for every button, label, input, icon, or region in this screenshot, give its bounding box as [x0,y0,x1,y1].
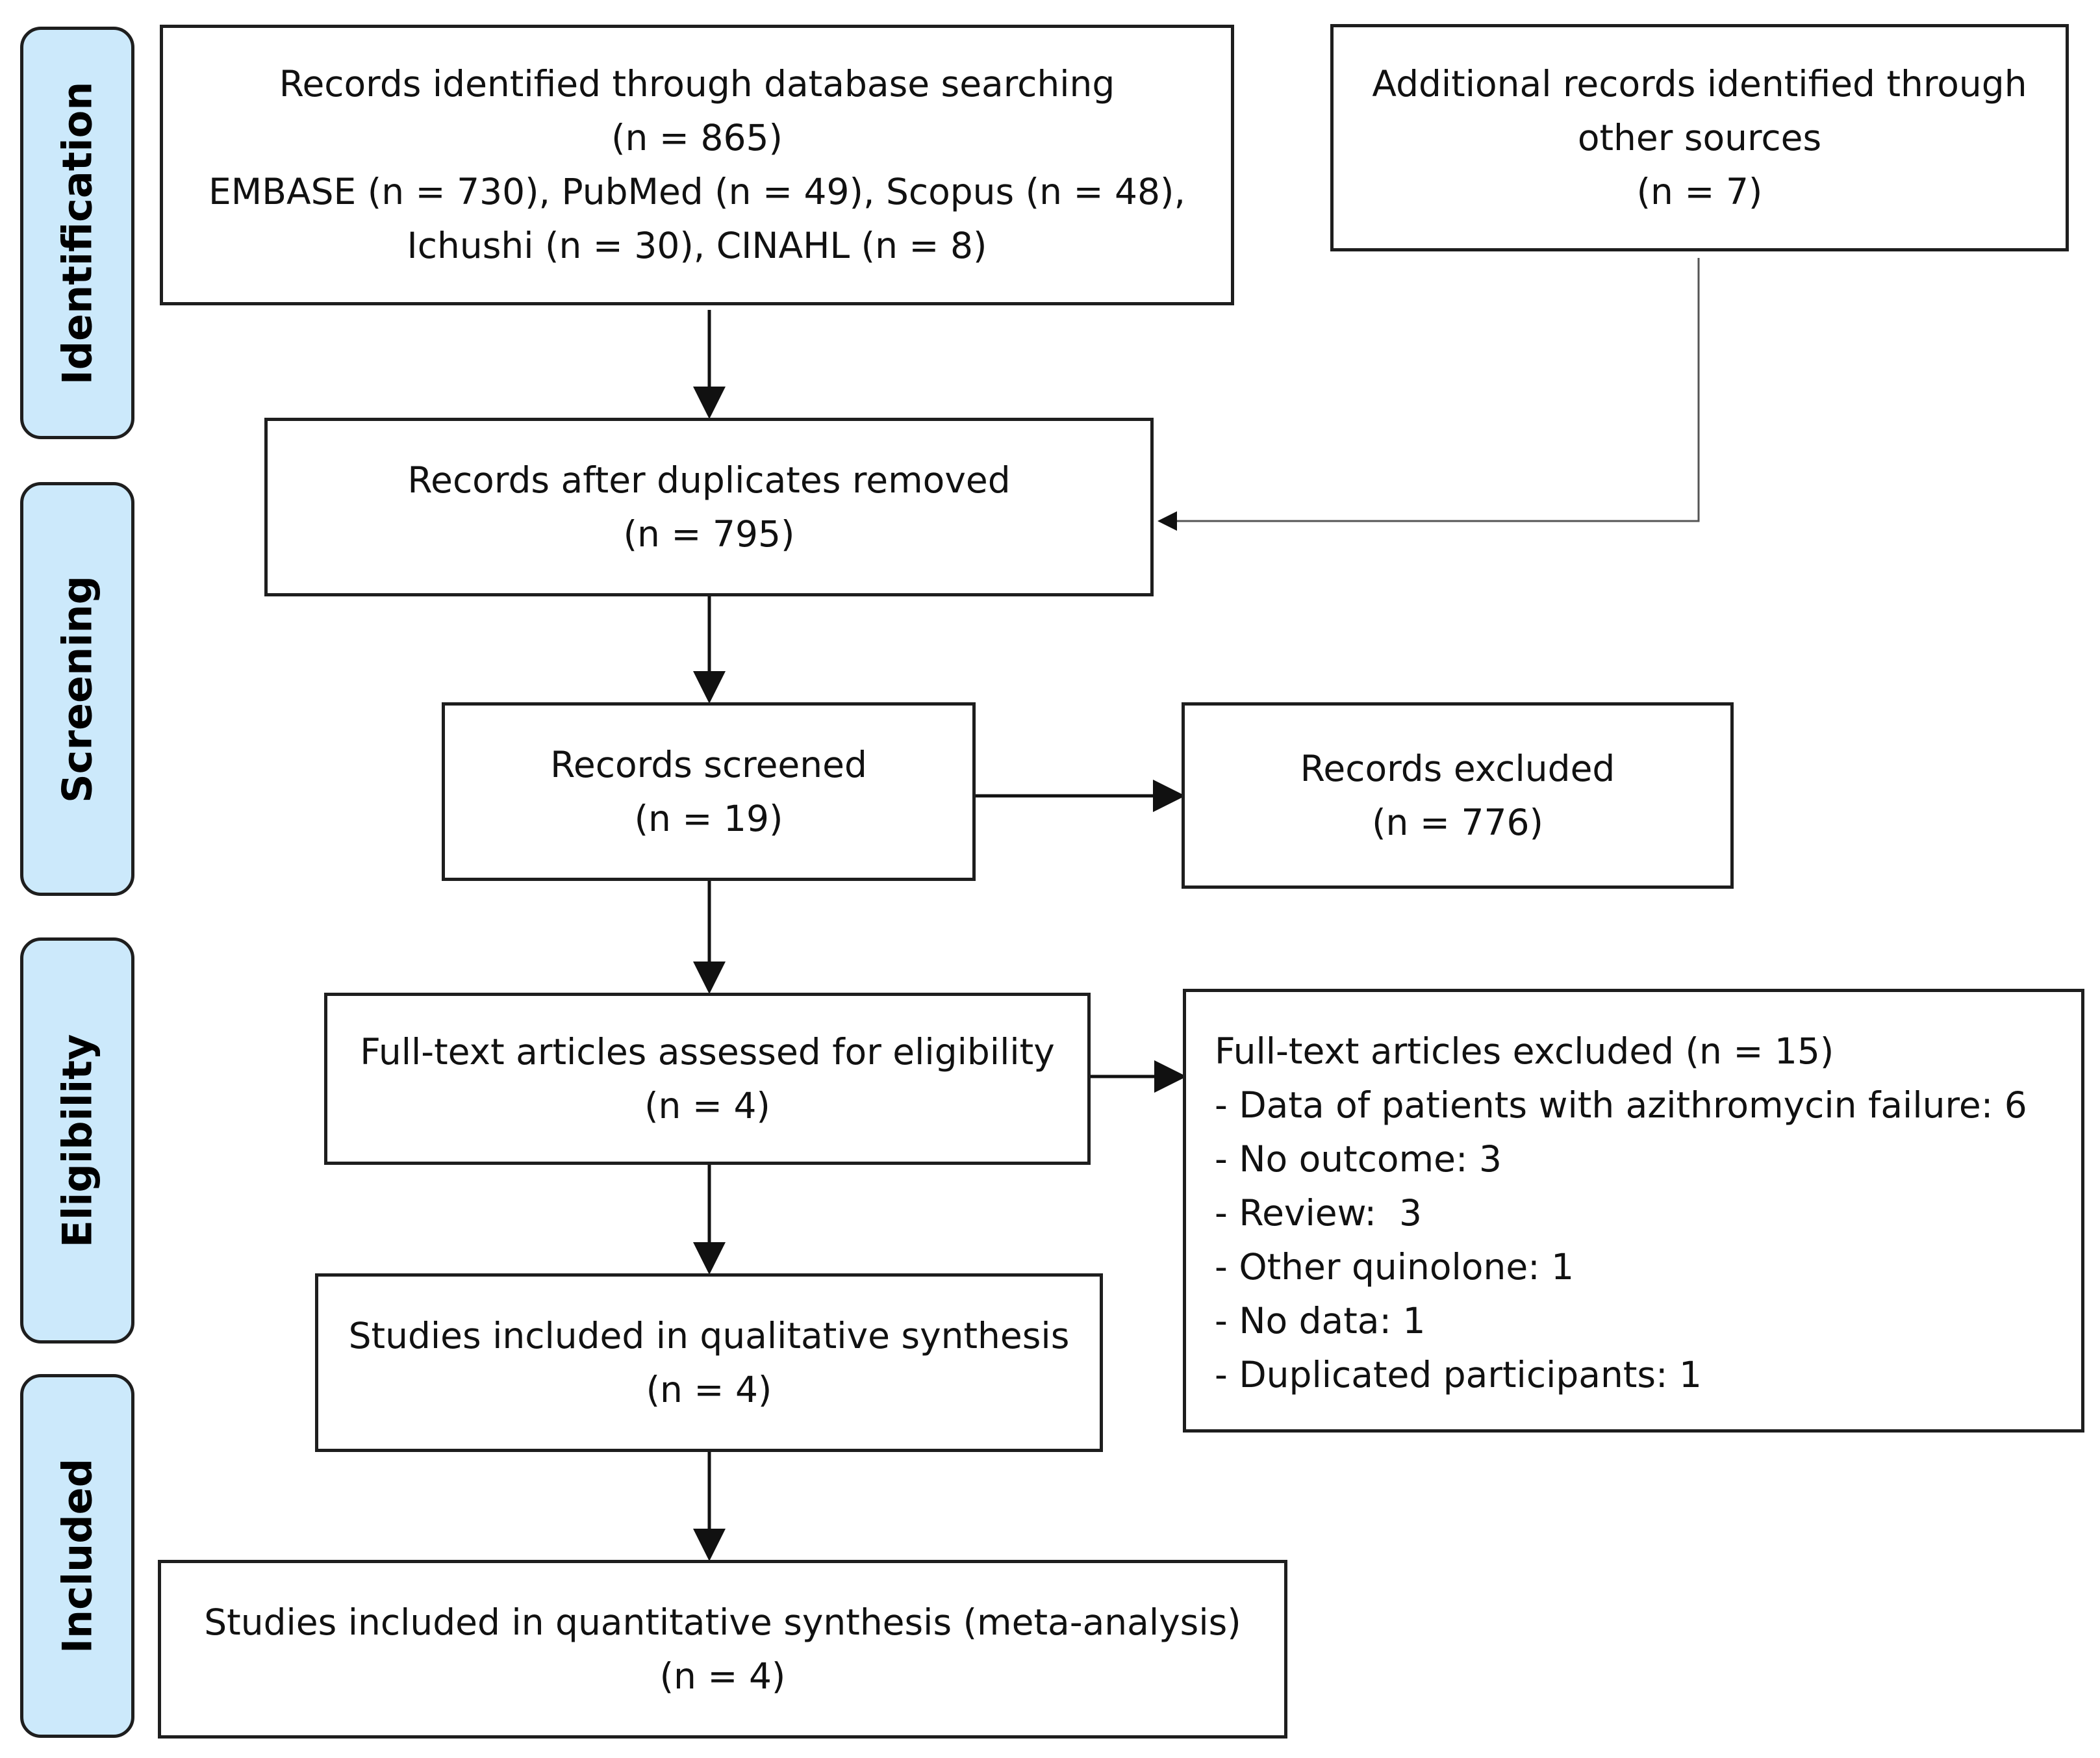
full-text-excluded-reason-2: - No outcome: 3 [1215,1138,1502,1180]
stage-eligibility: Eligibility [20,937,134,1344]
database-search-box: Records identified through database sear… [160,25,1234,305]
after-duplicates-line-2: (n = 795) [623,513,795,555]
database-search-line-3: EMBASE (n = 730), PubMed (n = 49), Scopu… [209,171,1185,212]
database-search-line-4: Ichushi (n = 30), CINAHL (n = 8) [407,225,987,266]
stage-identification-label: Identification [53,81,101,385]
full-text-excluded-reason-4: - Other quinolone: 1 [1215,1246,1575,1288]
screened-box: Records screened (n = 19) [442,702,976,881]
other-sources-line-3: (n = 7) [1636,170,1763,212]
qualitative-box: Studies included in qualitative synthesi… [315,1273,1103,1452]
full-text-excluded-reason-3: - Review: 3 [1215,1192,1423,1234]
connector-other-sources-to-duplicates [1158,258,1700,531]
full-text-assessed-box: Full-text articles assessed for eligibil… [324,993,1091,1165]
full-text-assessed-line-2: (n = 4) [644,1084,770,1127]
quantitative-box: Studies included in quantitative synthes… [158,1560,1287,1739]
excluded-line-1: Records excluded [1300,747,1615,789]
after-duplicates-box: Records after duplicates removed (n = 79… [264,418,1154,596]
full-text-excluded-box: Full-text articles excluded (n = 15) - D… [1183,989,2084,1433]
excluded-box: Records excluded (n = 776) [1182,702,1734,889]
excluded-line-2: (n = 776) [1372,801,1543,843]
screened-line-1: Records screened [550,743,867,785]
full-text-excluded-reason-5: - No data: 1 [1215,1300,1426,1342]
quantitative-line-1: Studies included in quantitative synthes… [204,1601,1241,1643]
other-sources-box: Additional records identified through ot… [1330,24,2069,251]
full-text-excluded-reason-6: - Duplicated participants: 1 [1215,1354,1702,1395]
other-sources-line-2: other sources [1577,116,1822,159]
full-text-assessed-line-1: Full-text articles assessed for eligibil… [360,1030,1055,1073]
database-search-line-2: (n = 865) [611,117,783,159]
full-text-excluded-reason-1: - Data of patients with azithromycin fai… [1215,1084,2027,1126]
stage-identification: Identification [20,27,134,439]
stage-included-label: Included [53,1458,101,1654]
stage-eligibility-label: Eligibility [53,1034,101,1247]
quantitative-line-2: (n = 4) [659,1655,786,1697]
stage-screening-label: Screening [53,575,101,803]
other-sources-line-1: Additional records identified through [1372,62,2027,105]
qualitative-line-1: Studies included in qualitative synthesi… [348,1314,1070,1357]
stage-included: Included [20,1374,134,1738]
database-search-line-1: Records identified through database sear… [279,63,1115,105]
qualitative-line-2: (n = 4) [646,1368,772,1410]
screened-line-2: (n = 19) [634,797,783,839]
full-text-excluded-title: Full-text articles excluded (n = 15) [1215,1030,1834,1072]
after-duplicates-line-1: Records after duplicates removed [407,459,1011,501]
stage-screening: Screening [20,482,134,896]
